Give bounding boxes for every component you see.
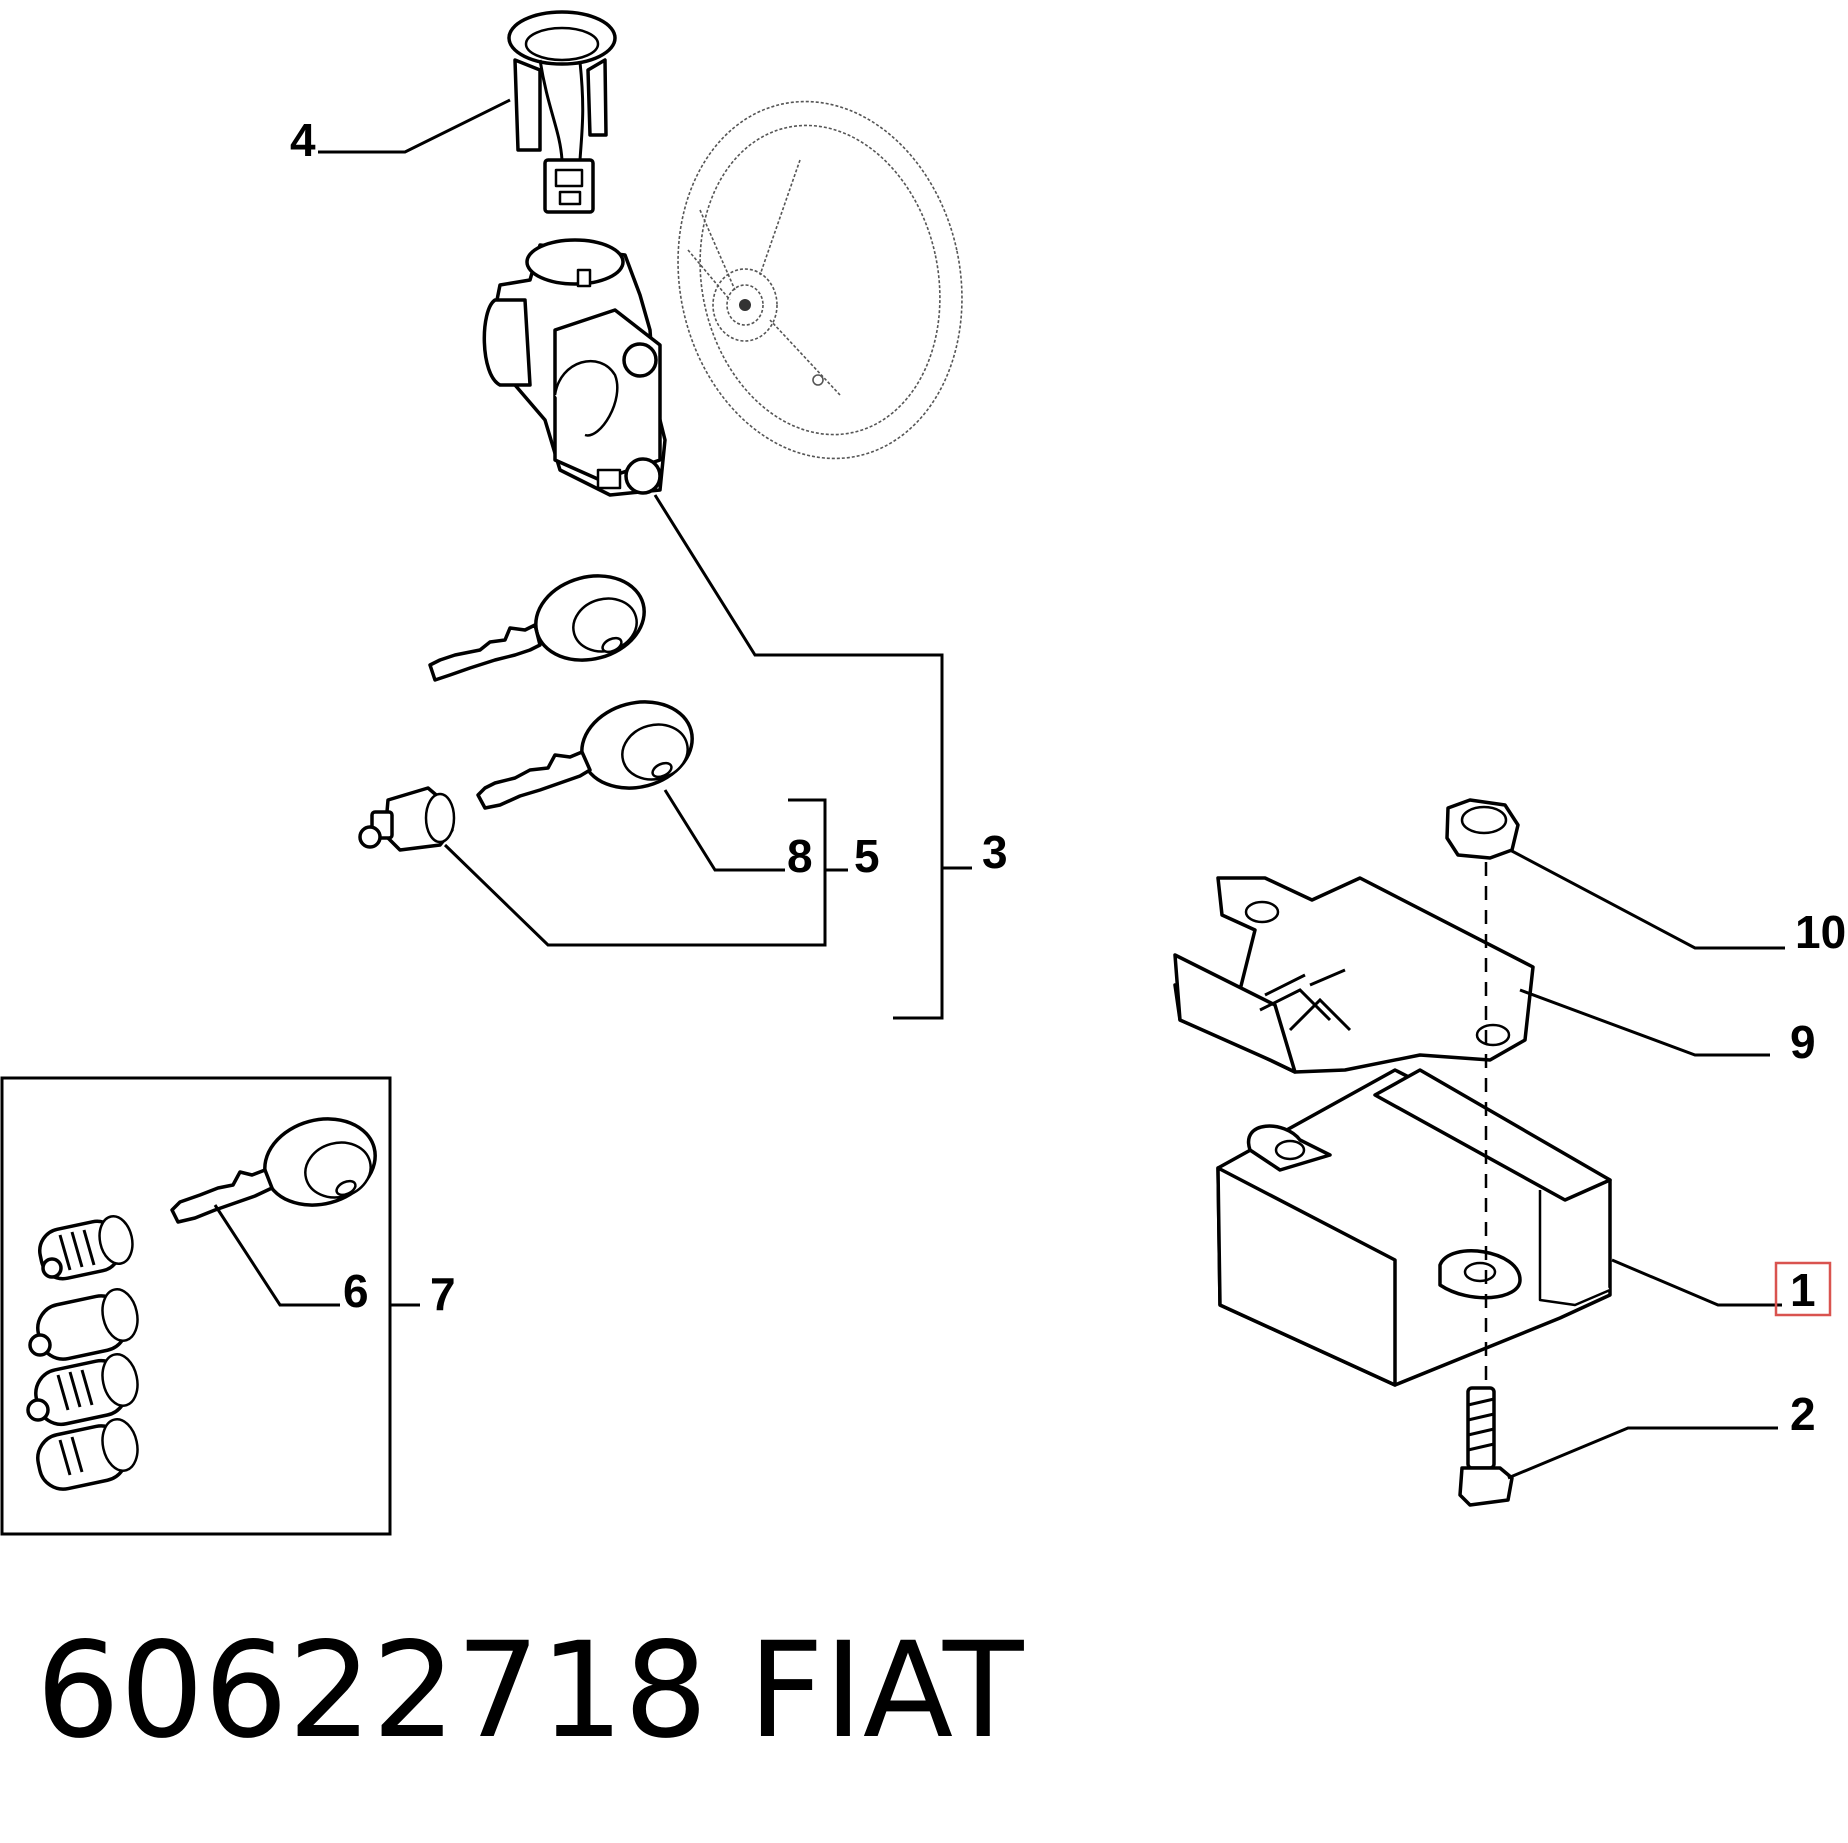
brand-name: FIAT: [748, 1614, 1025, 1768]
callout-4[interactable]: 4: [290, 114, 316, 166]
callout-10[interactable]: 10: [1795, 906, 1846, 958]
part-number: 60622718: [36, 1614, 708, 1768]
control-unit-part[interactable]: [1216, 1068, 1612, 1387]
callout-2[interactable]: 2: [1790, 1388, 1816, 1440]
ignition-lock-body: [482, 238, 667, 497]
steering-wheel-illustration: [677, 100, 963, 460]
callout-8[interactable]: 8: [787, 830, 813, 882]
nut-part: [1445, 798, 1520, 860]
callout-7[interactable]: 7: [430, 1268, 456, 1320]
callout-1-highlight: [1774, 1261, 1832, 1317]
callout-3[interactable]: 3: [982, 826, 1008, 878]
key-top: [428, 574, 646, 682]
callout-5[interactable]: 5: [854, 830, 880, 882]
key-middle: [476, 700, 694, 810]
key-set-key: [170, 1117, 377, 1224]
mounting-bracket-part: [1173, 876, 1535, 1074]
lock-cylinders: [26, 1215, 139, 1491]
leader-lines: [213, 98, 1785, 1480]
lock-barrel-part: [358, 786, 456, 852]
callout-1[interactable]: 1: [1790, 1264, 1816, 1316]
antenna-ring-part: [507, 10, 617, 214]
callout-6[interactable]: 6: [343, 1265, 369, 1317]
bolt-part: [1458, 1386, 1514, 1507]
callout-9[interactable]: 9: [1790, 1016, 1816, 1068]
